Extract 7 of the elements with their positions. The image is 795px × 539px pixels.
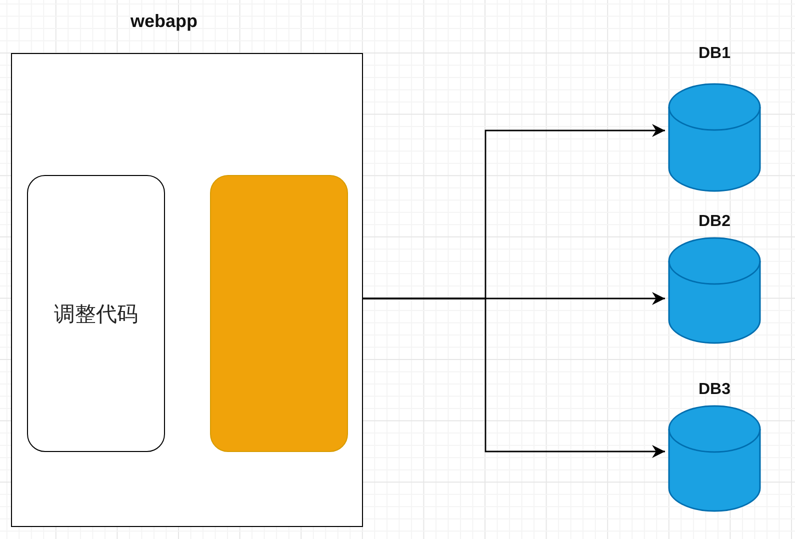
module-box	[210, 175, 348, 452]
database-label: DB2	[698, 214, 730, 230]
arrow	[363, 298, 665, 458]
database-label: DB1	[698, 46, 730, 62]
process-box: 调整代码	[27, 175, 165, 452]
database-label: DB3	[698, 382, 730, 398]
container-title: webapp	[130, 12, 198, 30]
